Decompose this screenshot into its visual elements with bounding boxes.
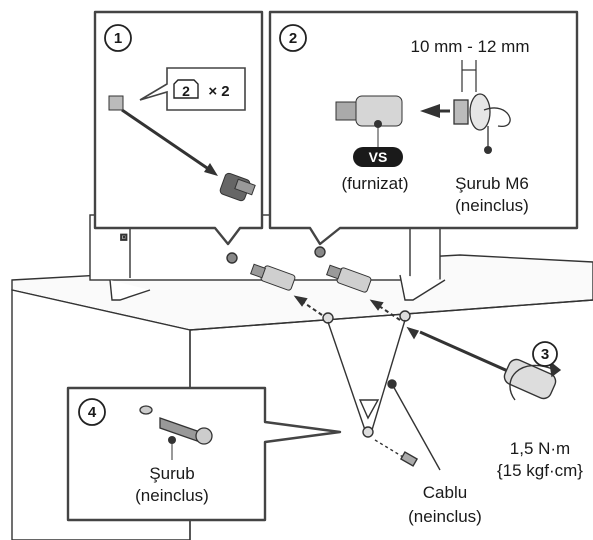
supplied-label: (furnizat) [341, 174, 408, 193]
cable-assembly [323, 311, 440, 470]
step2-number: 2 [289, 30, 297, 47]
torque-value: 1,5 N·m [510, 439, 570, 458]
svg-text:3: 3 [541, 346, 549, 363]
svg-text:VS: VS [369, 149, 388, 165]
cable-note: (neinclus) [408, 507, 482, 526]
cable-label: Cablu [423, 483, 467, 502]
svg-text:⊡: ⊡ [120, 232, 128, 242]
step3-number-badge: 3 [533, 342, 557, 366]
step1-number: 1 [114, 30, 122, 47]
panel-step1: 1 2 × 2 [95, 12, 262, 244]
torque-value-kgf: {15 kgf·cm} [497, 461, 583, 480]
m6-screw-note: (neinclus) [455, 196, 529, 215]
dimension-label: 10 mm - 12 mm [410, 37, 529, 56]
vs-badge: VS [353, 147, 403, 167]
wood-screw-note: (neinclus) [135, 486, 209, 505]
wood-screw-label: Şurub [149, 464, 194, 483]
m6-screw-label: Şurub M6 [455, 174, 529, 193]
quantity-label: × 2 [208, 83, 229, 100]
panel-step2: 2 10 mm - 12 mm VS (furniz [270, 12, 577, 244]
screwdriver [408, 328, 560, 401]
panel-step4: 4 Şurub (neinclus) [68, 388, 340, 520]
tool-hex-icon: 2 [174, 80, 198, 99]
svg-text:2: 2 [182, 83, 190, 99]
step4-number: 4 [88, 404, 97, 421]
